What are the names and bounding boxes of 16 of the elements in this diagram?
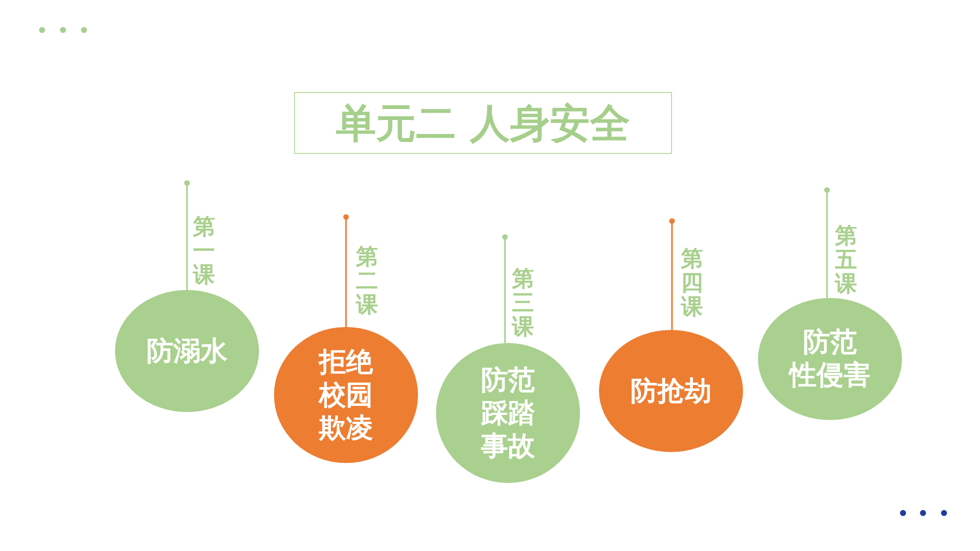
hanging-line bbox=[343, 214, 349, 327]
lesson-circle: 防范踩踏事故 bbox=[436, 343, 580, 483]
lesson-label: 第五课 bbox=[834, 225, 858, 297]
lesson-label: 第一课 bbox=[192, 216, 216, 288]
title-box: 单元二 人身安全 bbox=[294, 92, 672, 154]
lesson-circle: 防溺水 bbox=[115, 290, 259, 412]
lesson-label: 第二课 bbox=[355, 246, 379, 318]
lesson-circle: 拒绝校园欺凌 bbox=[274, 327, 418, 463]
hanging-line bbox=[824, 187, 830, 298]
lesson-label: 第三课 bbox=[511, 268, 535, 340]
lesson-circle: 防范性侵害 bbox=[758, 298, 902, 420]
hanging-line bbox=[669, 218, 675, 330]
lesson-label: 第四课 bbox=[680, 248, 704, 320]
hanging-line bbox=[502, 234, 508, 344]
hanging-line bbox=[184, 180, 190, 290]
lesson-circle: 防抢劫 bbox=[599, 330, 743, 452]
